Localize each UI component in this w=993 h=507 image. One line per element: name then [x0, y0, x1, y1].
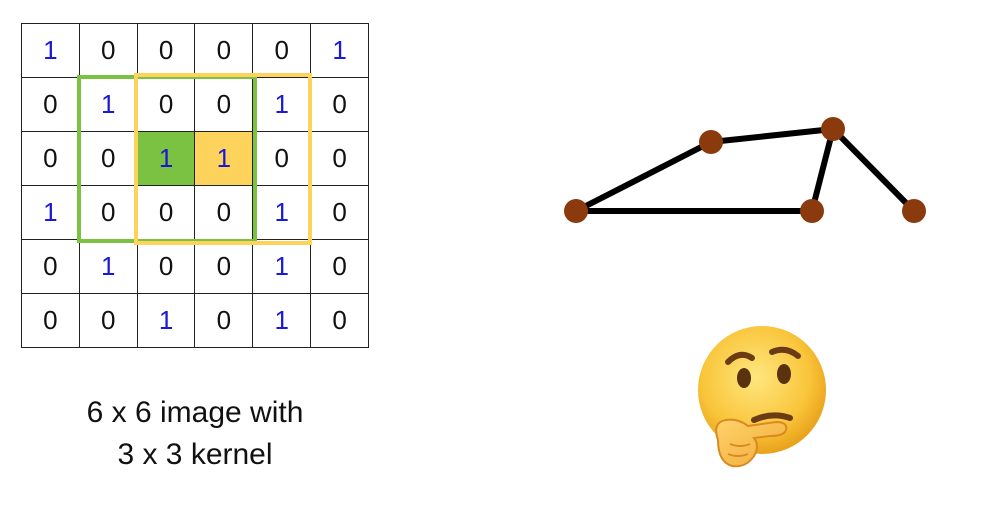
grid-cell: 0 [194, 185, 254, 240]
grid-cell: 0 [194, 23, 254, 78]
caption-line-2: 3 x 3 kernel [117, 438, 273, 471]
graph-edge [710, 126, 834, 145]
caption: 6 x 6 image with 3 x 3 kernel [40, 392, 350, 476]
grid-cell: 1 [252, 185, 312, 240]
thinking-face-icon [698, 326, 826, 468]
graph-node [821, 117, 845, 141]
grid-cell: 0 [21, 77, 80, 132]
grid-cell: 1 [78, 239, 138, 294]
grid-cell: 0 [78, 185, 138, 240]
grid-cell: 1 [252, 293, 312, 348]
graph-node [699, 130, 723, 154]
grid-cell: 0 [194, 77, 254, 132]
graph-node [800, 199, 824, 223]
grid-cell: 0 [252, 23, 312, 78]
grid-cell: 0 [136, 239, 196, 294]
grid-cell: 1 [194, 131, 254, 186]
grid-cell: 1 [136, 131, 196, 186]
grid-cell: 0 [310, 131, 369, 186]
grid-cell: 0 [78, 23, 138, 78]
grid-cell: 1 [21, 185, 80, 240]
grid-cell: 0 [310, 77, 369, 132]
graph-diagram [564, 117, 926, 223]
grid-cell: 1 [78, 77, 138, 132]
grid-cell: 0 [21, 131, 80, 186]
grid-cell: 0 [78, 131, 138, 186]
grid-cell: 0 [194, 293, 254, 348]
caption-line-1: 6 x 6 image with [86, 396, 304, 429]
graph-node [564, 199, 588, 223]
grid-cell: 1 [310, 23, 369, 78]
graph-edge [809, 128, 836, 212]
grid-cell: 0 [310, 185, 369, 240]
grid-cell: 0 [136, 77, 196, 132]
grid-cell: 0 [252, 131, 312, 186]
grid-cell: 0 [136, 23, 196, 78]
grid-cell: 0 [78, 293, 138, 348]
grid-cell: 0 [310, 293, 369, 348]
grid-cell: 1 [252, 77, 312, 132]
grid-cell: 0 [136, 185, 196, 240]
graph-nodes [564, 117, 926, 223]
graph-node [902, 199, 926, 223]
grid-cell: 0 [21, 293, 80, 348]
graph-edges [574, 126, 917, 214]
grid-cell: 1 [21, 23, 80, 78]
grid-cell: 1 [252, 239, 312, 294]
grid-cell: 1 [136, 293, 196, 348]
grid-cell: 0 [194, 239, 254, 294]
grid-cell: 0 [21, 239, 80, 294]
graph-edge [830, 126, 917, 214]
grid-cell: 0 [310, 239, 369, 294]
graph-edge [574, 139, 713, 214]
